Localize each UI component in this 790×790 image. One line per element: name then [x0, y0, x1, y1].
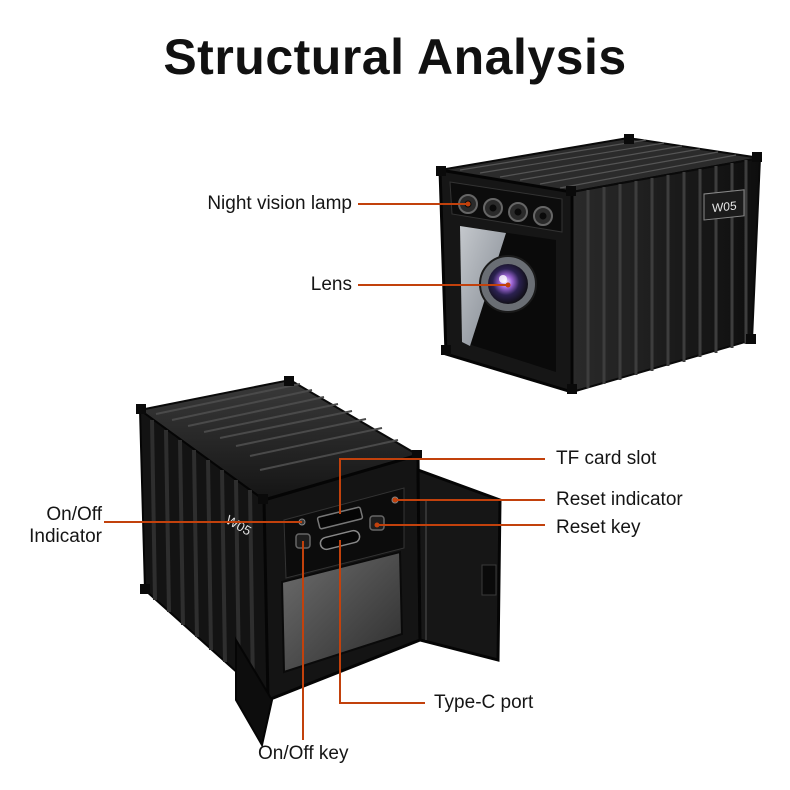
callout-night-vision-lamp: Night vision lamp — [207, 193, 352, 214]
top-ridges — [459, 139, 737, 189]
model-plate — [703, 189, 745, 221]
callout-onoff-indicator: On/Off Indicator — [29, 504, 102, 548]
rear-view-device: W05 — [136, 376, 502, 748]
callout-onoff-key: On/Off key — [258, 743, 349, 764]
callout-onoff-indicator-line2: Indicator — [29, 526, 102, 547]
rear-window — [280, 550, 404, 674]
leader-tf-card-slot — [339, 458, 545, 514]
left-door-flap — [235, 636, 274, 748]
page-title: Structural Analysis — [163, 29, 627, 85]
door-latch — [481, 564, 497, 596]
callout-reset-indicator: Reset indicator — [556, 489, 683, 510]
leader-lines — [104, 203, 545, 740]
leader-type-c-port — [339, 540, 425, 704]
callout-onoff-indicator-line1: On/Off — [46, 504, 102, 525]
callout-reset-key: Reset key — [556, 517, 641, 538]
model-label: W05 — [712, 199, 737, 216]
leader-endpoints — [374, 201, 511, 528]
callout-lens: Lens — [310, 274, 352, 295]
front-view-device: W05 — [436, 134, 762, 395]
callout-tf-card-slot: TF card slot — [556, 448, 657, 469]
rear-door — [416, 467, 502, 662]
callout-type-c-port: Type-C port — [434, 692, 534, 713]
tf-slot-shape — [316, 506, 364, 530]
top-ridges-rear — [155, 383, 399, 471]
